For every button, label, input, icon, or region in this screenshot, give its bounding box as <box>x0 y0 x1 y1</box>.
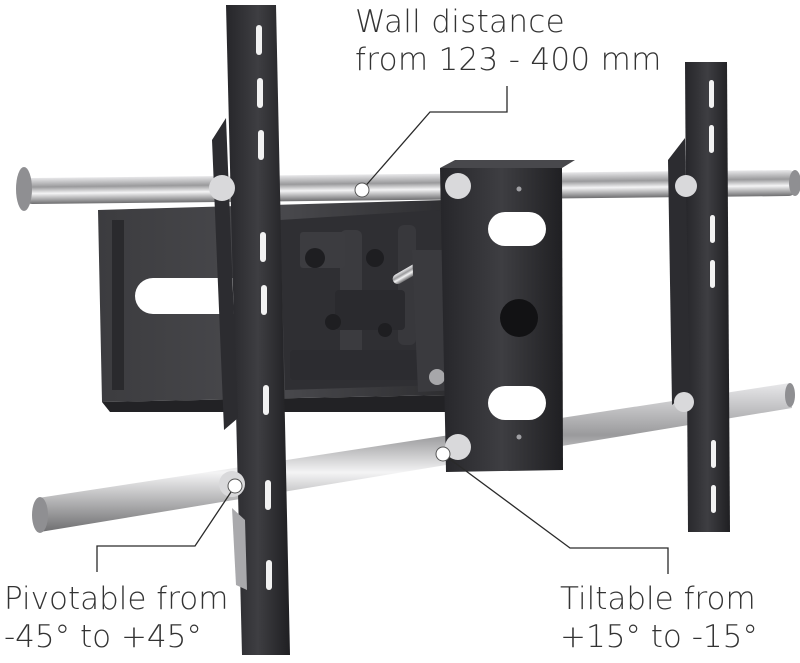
tilt-callout: Tiltable from +15° to -15° <box>560 581 758 657</box>
center-bracket <box>440 160 575 472</box>
callout-wall-distance-leader <box>354 86 508 198</box>
pivot-line2: -45° to +45° <box>4 618 202 655</box>
left-vertical-strip <box>209 5 290 655</box>
pivot-line1: Pivotable from <box>4 581 229 617</box>
callout-pivot-leader <box>96 478 243 572</box>
articulating-arm <box>280 210 462 392</box>
tilt-line1: Tiltable from <box>560 581 756 617</box>
wall-distance-line2: from 123 - 400 mm <box>355 41 662 78</box>
callout-tilt-leader <box>435 446 669 574</box>
wall-distance-line1: Wall distance <box>355 4 566 40</box>
tilt-line2: +15° to -15° <box>560 618 758 655</box>
pivot-callout: Pivotable from -45° to +45° <box>4 581 228 657</box>
right-vertical-strip <box>668 62 730 532</box>
wall-distance-callout: Wall distance from 123 - 400 mm <box>355 4 662 80</box>
